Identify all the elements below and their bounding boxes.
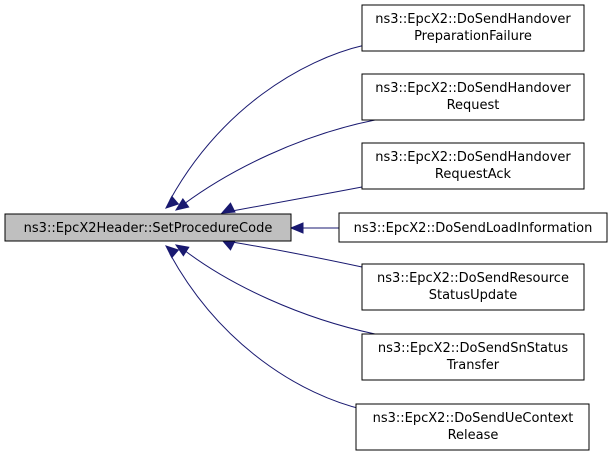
call-edge bbox=[183, 119, 376, 205]
caller-node-ue-context-release[interactable]: ns3::EpcX2::DoSendUeContext Release bbox=[355, 403, 590, 451]
caller-label-line2: RequestAck bbox=[435, 167, 512, 182]
caller-node-handover-request-ack[interactable]: ns3::EpcX2::DoSendHandover RequestAck bbox=[361, 142, 585, 190]
call-edge bbox=[231, 186, 363, 212]
caller-node-box bbox=[361, 73, 585, 121]
caller-label-line2: Transfer bbox=[446, 358, 500, 373]
arrowhead-icon bbox=[289, 222, 304, 234]
caller-node-box bbox=[361, 4, 585, 52]
call-edge bbox=[169, 253, 366, 411]
caller-label-line1: ns3::EpcX2::DoSendHandover bbox=[375, 12, 571, 27]
caller-label-line1: ns3::EpcX2::DoSendResource bbox=[377, 271, 569, 286]
caller-label-line2: Release bbox=[448, 428, 499, 443]
caller-label-line1: ns3::EpcX2::DoSendUeContext bbox=[373, 411, 574, 426]
arrowhead-icon bbox=[174, 198, 190, 211]
caller-label-line1: ns3::EpcX2::DoSendHandover bbox=[375, 150, 571, 165]
caller-node-box bbox=[361, 142, 585, 190]
arrowhead-icon bbox=[165, 245, 180, 259]
arrowhead-icon bbox=[174, 244, 190, 257]
caller-node-box bbox=[361, 263, 585, 311]
call-edge bbox=[169, 44, 366, 201]
caller-label-line2: Request bbox=[447, 98, 500, 113]
call-edge bbox=[183, 249, 376, 335]
call-edge bbox=[231, 241, 363, 268]
caller-label-line1: ns3::EpcX2::DoSendLoadInformation bbox=[354, 221, 593, 236]
root-node[interactable]: ns3::EpcX2Header::SetProcedureCode bbox=[4, 213, 292, 242]
caller-node-box bbox=[338, 212, 608, 243]
caller-node-box bbox=[361, 333, 585, 381]
caller-label-line2: PreparationFailure bbox=[414, 29, 532, 44]
caller-node-sn-status-transfer[interactable]: ns3::EpcX2::DoSendSnStatus Transfer bbox=[361, 333, 585, 381]
caller-label-line1: ns3::EpcX2::DoSendSnStatus bbox=[378, 341, 568, 356]
caller-label-line2: StatusUpdate bbox=[429, 288, 518, 303]
arrowhead-icon bbox=[220, 202, 236, 214]
arrowhead-icon bbox=[165, 195, 180, 209]
root-node-box bbox=[4, 213, 292, 242]
root-node-label: ns3::EpcX2Header::SetProcedureCode bbox=[24, 221, 273, 236]
caller-node-handover-request[interactable]: ns3::EpcX2::DoSendHandover Request bbox=[361, 73, 585, 121]
caller-node-box bbox=[355, 403, 590, 451]
caller-node-load-information[interactable]: ns3::EpcX2::DoSendLoadInformation bbox=[338, 212, 608, 243]
caller-node-resource-status-update[interactable]: ns3::EpcX2::DoSendResource StatusUpdate bbox=[361, 263, 585, 311]
caller-node-handover-preparation-failure[interactable]: ns3::EpcX2::DoSendHandover PreparationFa… bbox=[361, 4, 585, 52]
caller-label-line1: ns3::EpcX2::DoSendHandover bbox=[375, 81, 571, 96]
